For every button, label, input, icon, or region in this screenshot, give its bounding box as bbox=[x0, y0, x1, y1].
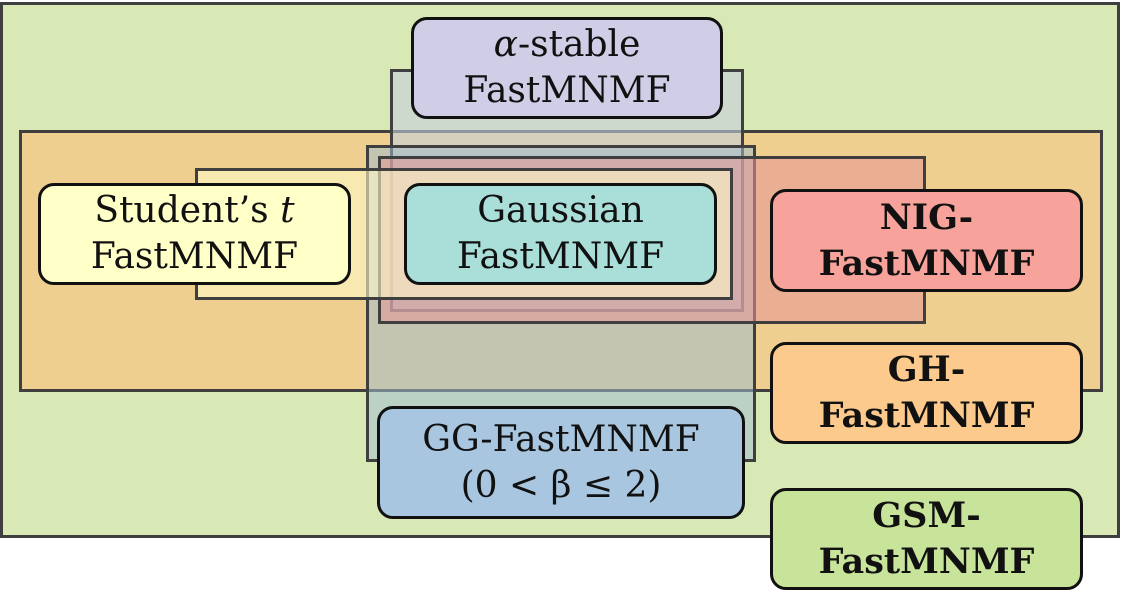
gaussian-fastmnmf-box: Gaussian FastMNMF bbox=[404, 183, 717, 285]
gh-fastmnmf-box: GH- FastMNMF bbox=[770, 342, 1083, 444]
gsm-label: GSM- bbox=[872, 495, 981, 536]
student-fastmnmf-label: FastMNMF bbox=[90, 236, 299, 277]
gg-fastmnmf-box: GG-FastMNMF (0 < β ≤ 2) bbox=[377, 406, 745, 519]
alpha-stable-fastmnmf-box: α-stable FastMNMF bbox=[411, 17, 723, 119]
nig-label: NIG- bbox=[879, 196, 974, 238]
gaussian-label: Gaussian bbox=[477, 190, 644, 231]
nig-fastmnmf-box: NIG- FastMNMF bbox=[770, 189, 1083, 292]
nig-fastmnmf-label: FastMNMF bbox=[818, 242, 1035, 284]
gsm-fastmnmf-label: FastMNMF bbox=[818, 541, 1035, 582]
alpha-fastmnmf-label: FastMNMF bbox=[463, 70, 671, 111]
gh-label: GH- bbox=[887, 349, 966, 390]
student-label: Student’s bbox=[94, 190, 281, 231]
gaussian-fastmnmf-label: FastMNMF bbox=[456, 236, 665, 277]
student-t-fastmnmf-box: Student’s t FastMNMF bbox=[38, 183, 351, 285]
t-symbol: t bbox=[280, 190, 295, 231]
gg-beta-range: (0 < β ≤ 2) bbox=[460, 464, 662, 506]
alpha-symbol: α bbox=[493, 24, 518, 65]
gsm-fastmnmf-box: GSM- FastMNMF bbox=[770, 488, 1083, 590]
alpha-stable-label: -stable bbox=[517, 24, 641, 65]
gg-label: GG-FastMNMF bbox=[422, 418, 700, 460]
gh-fastmnmf-label: FastMNMF bbox=[818, 395, 1035, 436]
